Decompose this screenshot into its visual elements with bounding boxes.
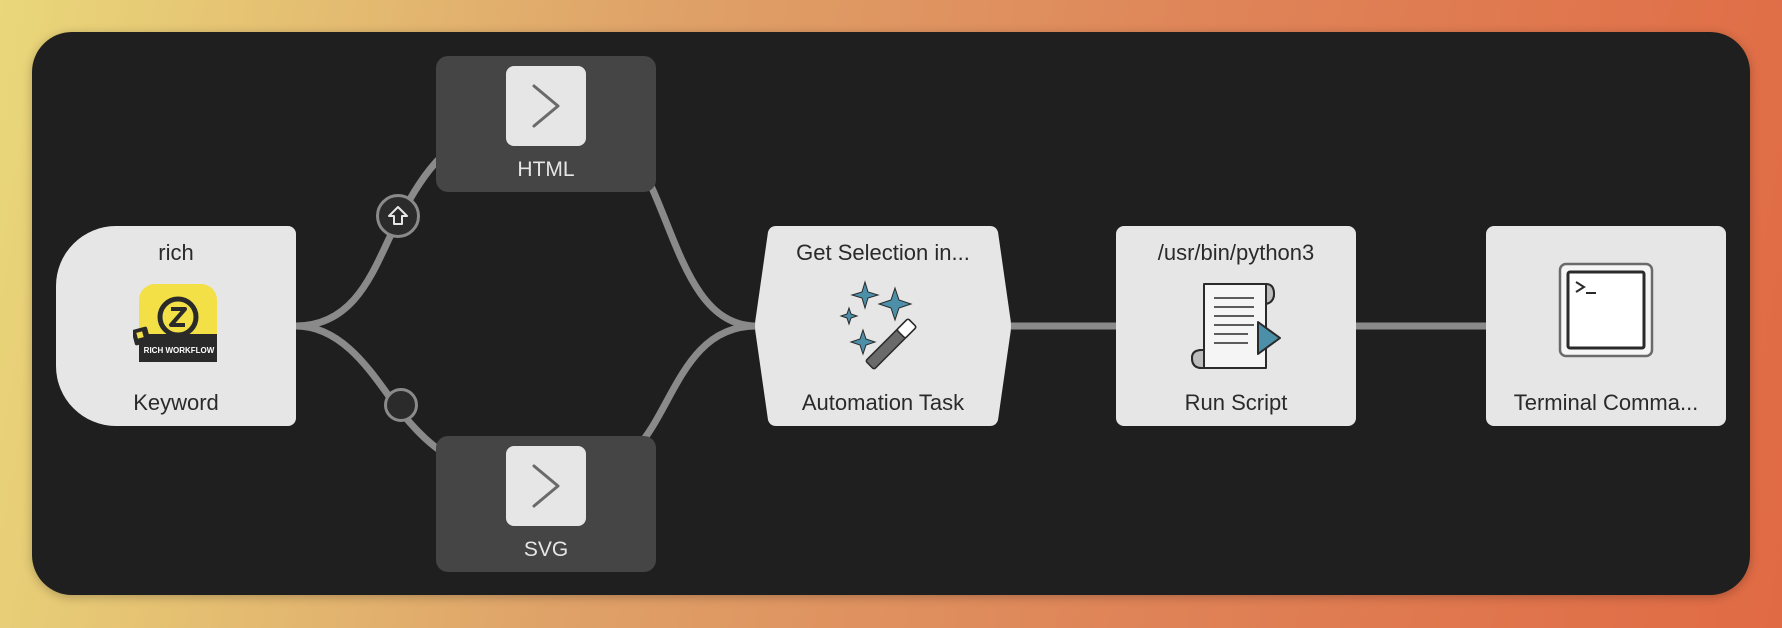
script-icon [1190, 282, 1281, 369]
keyword-label: Keyword [133, 390, 219, 415]
shift-icon [388, 206, 408, 225]
svg-text:RICH WORKFLOW: RICH WORKFLOW [144, 346, 215, 355]
workflow-canvas[interactable]: HTML SVG rich RICH WORKFLOW Keywo [32, 32, 1750, 595]
terminal-command-node[interactable]: Terminal Comma... [1486, 226, 1726, 426]
modifier-empty-dot[interactable] [384, 388, 418, 422]
automation-label: Automation Task [801, 390, 965, 415]
automation-task-node[interactable]: Get Selection in... Automation Task [754, 226, 1012, 426]
magic-wand-icon [839, 280, 917, 370]
branch-html-tile[interactable] [506, 66, 586, 146]
modifier-shift-dot[interactable] [376, 194, 420, 238]
chevron-right-icon [532, 464, 560, 508]
branch-svg[interactable]: SVG [436, 436, 656, 572]
run-script-label: Run Script [1184, 390, 1288, 415]
branch-html-label: HTML [517, 158, 575, 181]
automation-title: Get Selection in... [796, 240, 970, 265]
branch-html[interactable]: HTML [436, 56, 656, 192]
keyword-node[interactable]: rich RICH WORKFLOW Keyword [56, 226, 296, 426]
terminal-icon [1558, 262, 1654, 358]
automation-task-shape [755, 226, 1011, 426]
rich-workflow-icon: RICH WORKFLOW [133, 284, 217, 362]
chevron-right-icon [532, 84, 560, 128]
branch-svg-label: SVG [523, 538, 569, 561]
branch-svg-tile[interactable] [506, 446, 586, 526]
keyword-title: rich [158, 240, 194, 265]
terminal-label: Terminal Comma... [1513, 390, 1699, 415]
run-script-node[interactable]: /usr/bin/python3 Run Script [1116, 226, 1356, 426]
run-script-title: /usr/bin/python3 [1157, 240, 1315, 265]
